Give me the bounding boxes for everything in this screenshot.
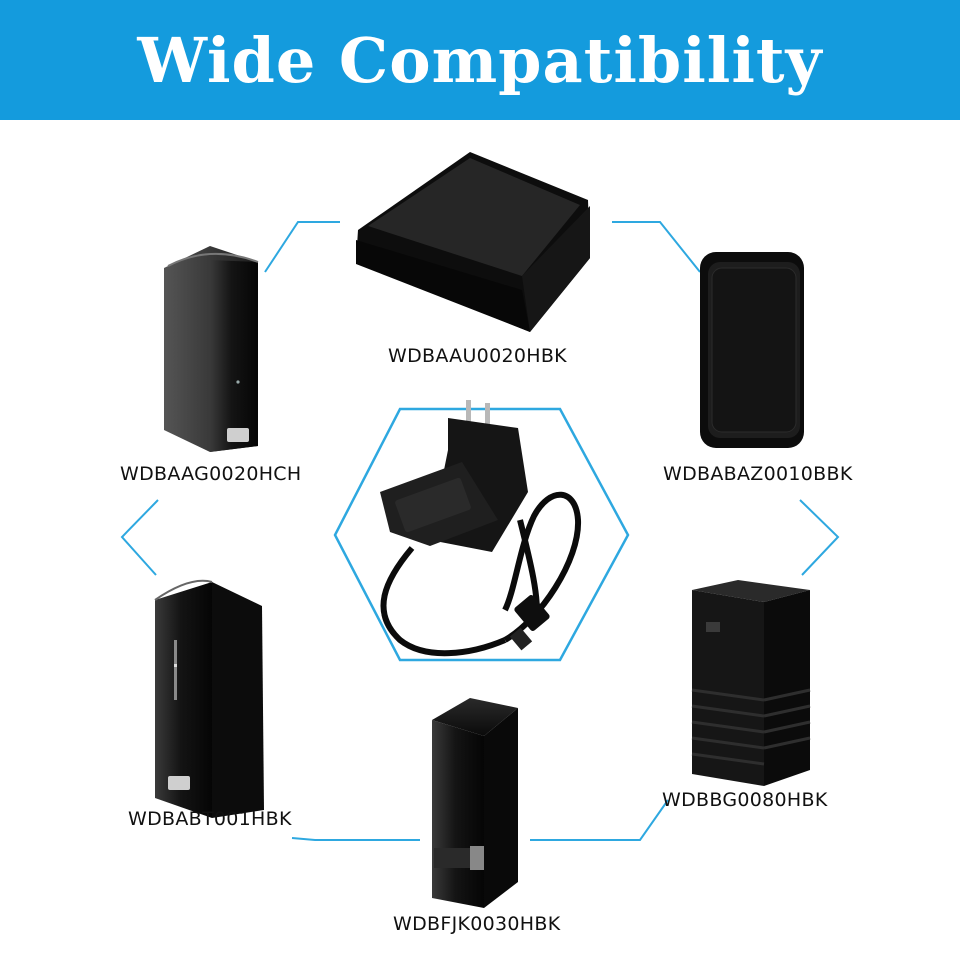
tower-hard-drive-icon-2 — [154, 579, 264, 818]
outer-hexagon — [120, 221, 840, 841]
book-hard-drive-icon — [432, 698, 518, 908]
portable-hard-drive-icon — [700, 252, 804, 448]
device-label-top: WDBAAU0020HBK — [388, 345, 567, 367]
desktop-hard-drive-flat-icon — [356, 152, 590, 332]
device-label-bottom: WDBFJK0030HBK — [393, 913, 561, 935]
device-label-upper-left: WDBAAG0020HCH — [120, 463, 302, 485]
tower-hard-drive-icon — [164, 246, 259, 452]
device-label-lower-left: WDBABT001HBK — [128, 808, 292, 830]
ac-adapter-icon — [380, 400, 582, 657]
device-label-upper-right: WDBABAZ0010BBK — [663, 463, 853, 485]
device-label-lower-right: WDBBG0080HBK — [662, 789, 828, 811]
desktop-hard-drive-icon — [691, 580, 811, 786]
title-banner: Wide Compatibility — [0, 0, 960, 120]
center-hexagon — [333, 407, 630, 662]
page-title: Wide Compatibility — [137, 23, 823, 97]
